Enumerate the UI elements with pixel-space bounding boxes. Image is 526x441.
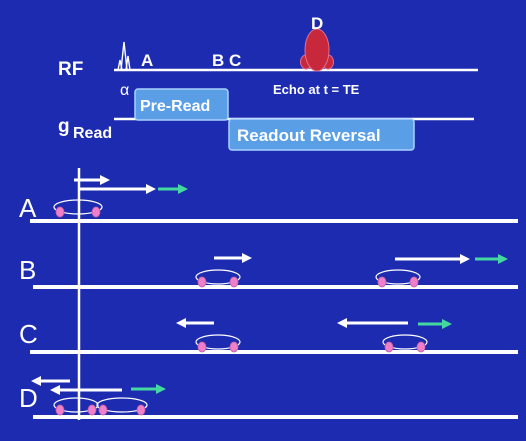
alpha-label: α — [120, 82, 129, 99]
spin-group-c1-right-node — [229, 341, 239, 353]
spin-group-b2-right-node — [409, 276, 419, 288]
arrow-d-teal-head — [156, 384, 166, 394]
spin-group-a-right-node — [91, 206, 101, 218]
spin-group-c2-left-node — [384, 341, 394, 353]
spin-group-c2-right-node — [416, 341, 426, 353]
point-bc-label: B C — [212, 51, 241, 70]
spin-group-c1-left-node — [197, 341, 207, 353]
spin-group-d2-right-node — [136, 404, 146, 416]
alpha-pulse-icon — [117, 41, 131, 71]
arrow-c2-head — [337, 318, 347, 328]
spin-group-b2 — [375, 269, 421, 285]
spin-group-b1-right-node — [229, 276, 239, 288]
arrow-d-long-head — [50, 385, 60, 395]
arrow-c1-head — [176, 318, 186, 328]
row-c-label: C — [19, 319, 38, 349]
spin-group-d2-left-node — [98, 404, 108, 416]
row-b-label: B — [19, 255, 36, 285]
arrow-b1-head — [242, 253, 252, 263]
row-d-label: D — [19, 383, 38, 413]
readout-label: Readout Reversal — [237, 126, 381, 145]
spin-group-b1-left-node — [197, 276, 207, 288]
echo-time-label: Echo at t = TE — [273, 82, 360, 97]
spin-group-a — [53, 199, 103, 215]
spin-group-c1 — [195, 334, 241, 350]
readout-lobe — [228, 118, 415, 151]
preread-lobe — [134, 88, 229, 121]
arrow-b2-head — [460, 254, 470, 264]
spin-group-d2 — [96, 397, 148, 413]
g-label: g — [58, 116, 70, 137]
arrow-b2-teal-head — [498, 254, 508, 264]
spin-group-b1 — [195, 269, 241, 285]
spin-group-a-left-node — [55, 206, 65, 218]
spin-group-d1-left-node — [55, 404, 65, 416]
echo-signal-icon — [300, 28, 334, 72]
spin-group-c2 — [382, 334, 428, 350]
spin-group-d1 — [53, 397, 99, 413]
spin-group-b2-left-node — [377, 276, 387, 288]
spin-groups — [31, 175, 508, 416]
arrow-c2-teal-head — [442, 319, 452, 329]
arrow-a-long-head — [146, 184, 156, 194]
arrow-a-teal-head — [178, 184, 188, 194]
row-a-label: A — [19, 193, 37, 223]
preread-label: Pre-Read — [140, 98, 210, 115]
rf-label: RF — [58, 59, 83, 80]
point-d-label: D — [311, 14, 323, 33]
spin-group-d1-right-node — [87, 404, 97, 416]
arrow-d-short-head — [31, 376, 41, 386]
arrow-a-short-head — [100, 175, 110, 185]
point-a-label: A — [141, 51, 153, 70]
g-read-subscript: Read — [73, 125, 112, 142]
